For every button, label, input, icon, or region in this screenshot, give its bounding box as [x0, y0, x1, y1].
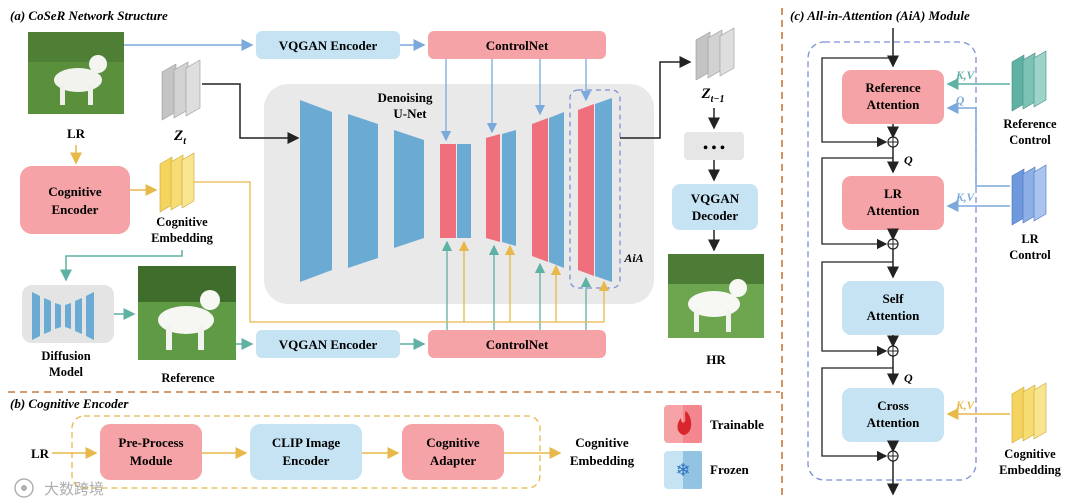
cognitive-embedding-stack [159, 152, 195, 213]
cognitive-encoder-label-2: Encoder [52, 202, 99, 217]
vqgan-encoder-top [256, 31, 400, 59]
hr-label: HR [706, 352, 726, 367]
lr-image [28, 32, 124, 114]
unet-label-2: U-Net [393, 106, 427, 121]
watermark: 大数跨境 [44, 480, 104, 498]
ref-control-label-2: Control [1009, 133, 1051, 147]
preprocess-module-box [100, 424, 202, 480]
residual-add-3 [887, 345, 899, 357]
residual-add-4 [887, 450, 899, 462]
vqgan-decoder-label-1: VQGAN [691, 191, 740, 206]
reference-image [138, 266, 236, 360]
zt1-latent-stack [695, 27, 735, 81]
reference-control-stack [1011, 50, 1047, 112]
zt1-label: Zt−1 [700, 86, 724, 105]
self-attn-label-1: Self [883, 291, 905, 306]
q-label-1: Q [956, 95, 964, 107]
vqgan-decoder-box [672, 184, 758, 230]
self-attention-box [842, 281, 944, 335]
q-mid-label-1: Q [904, 153, 913, 167]
clip-image-encoder-box [250, 424, 362, 480]
zt-label: Zt [173, 128, 187, 147]
diffusion-model-label-2: Model [49, 365, 84, 379]
kv-label-2: K,V [955, 192, 976, 204]
lr-attention-box [842, 176, 944, 230]
cognitive-encoder-box [20, 166, 130, 234]
clip-label-2: Encoder [283, 453, 330, 468]
lr-control-stack [1011, 164, 1047, 226]
vqgan-decoder-label-2: Decoder [692, 208, 738, 223]
vqgan-encoder-bottom [256, 330, 400, 358]
controlnet-top-label: ControlNet [486, 38, 549, 53]
lr-label: LR [67, 126, 86, 141]
controlnet-bottom [428, 330, 606, 358]
reference-attention-box [842, 70, 944, 124]
vqgan-encoder-top-label: VQGAN Encoder [279, 38, 378, 53]
snowflake-icon: ❄ [675, 460, 690, 480]
legend-trainable-label: Trainable [710, 417, 764, 432]
fire-icon [677, 411, 692, 435]
section-a-title: (a) CoSeR Network Structure [10, 8, 168, 23]
section-c-title: (c) All-in-Attention (AiA) Module [790, 8, 970, 23]
cognitive-encoder-dashed-box [71, 415, 541, 489]
aia-label: AiA [623, 251, 643, 265]
cognitive-encoder-label-1: Cognitive [48, 184, 102, 199]
aia-module-dashed-box [807, 41, 977, 481]
preprocess-label-2: Module [130, 453, 173, 468]
c-cog-emb-label-1: Cognitive [1004, 447, 1056, 461]
diffusion-model-unet-icon [32, 292, 94, 340]
c-cog-emb-label-2: Embedding [999, 463, 1062, 477]
residual-add-2 [887, 238, 899, 250]
cross-attn-label-1: Cross [877, 398, 909, 413]
ref-attn-label-2: Attention [867, 97, 920, 112]
lr-control-label-2: Control [1009, 248, 1051, 262]
kv-label-1: K,V [955, 70, 976, 82]
preprocess-label-1: Pre-Process [118, 435, 183, 450]
watermark-logo-icon [14, 478, 34, 498]
clip-label-1: CLIP Image [272, 435, 340, 450]
dots-box [684, 132, 744, 160]
ref-attn-label-1: Reference [865, 80, 921, 95]
unet-label-1: Denoising [378, 90, 433, 105]
q-mid-label-2: Q [904, 371, 913, 385]
legend-frozen-label: Frozen [710, 462, 750, 477]
aia-dashed-box [569, 89, 621, 289]
self-attn-label-2: Attention [867, 308, 920, 323]
adapter-label-1: Cognitive [426, 435, 480, 450]
cognitive-adapter-box [402, 424, 504, 480]
unet-decoder-blocks [440, 98, 612, 282]
unet-encoder-blocks [300, 100, 424, 282]
hr-image [668, 254, 764, 338]
ref-control-label-1: Reference [1003, 117, 1057, 131]
legend-frozen: ❄ [664, 451, 702, 489]
b-output-label-2: Embedding [570, 453, 635, 468]
section-b-title: (b) Cognitive Encoder [10, 396, 129, 411]
reference-label: Reference [161, 371, 215, 385]
residual-add-1 [887, 136, 899, 148]
dots-label: • • • [703, 141, 725, 156]
c-cognitive-embedding-stack [1011, 382, 1047, 444]
cross-attn-label-2: Attention [867, 415, 920, 430]
diffusion-model-label-1: Diffusion [41, 349, 90, 363]
cognitive-embedding-label-2: Embedding [151, 231, 214, 245]
lr-control-label-1: LR [1021, 232, 1039, 246]
zt-latent-stack [161, 59, 201, 121]
kv-label-3: K,V [955, 400, 976, 412]
lr-attn-label-2: Attention [867, 203, 920, 218]
b-lr-label: LR [31, 446, 50, 461]
adapter-label-2: Adapter [430, 453, 476, 468]
vqgan-encoder-bottom-label: VQGAN Encoder [279, 337, 378, 352]
lr-attn-label-1: LR [884, 186, 903, 201]
controlnet-bottom-label: ControlNet [486, 337, 549, 352]
cognitive-embedding-label-1: Cognitive [156, 215, 208, 229]
b-output-label-1: Cognitive [575, 435, 629, 450]
cross-attention-box [842, 388, 944, 442]
controlnet-top [428, 31, 606, 59]
legend-trainable [664, 405, 702, 443]
